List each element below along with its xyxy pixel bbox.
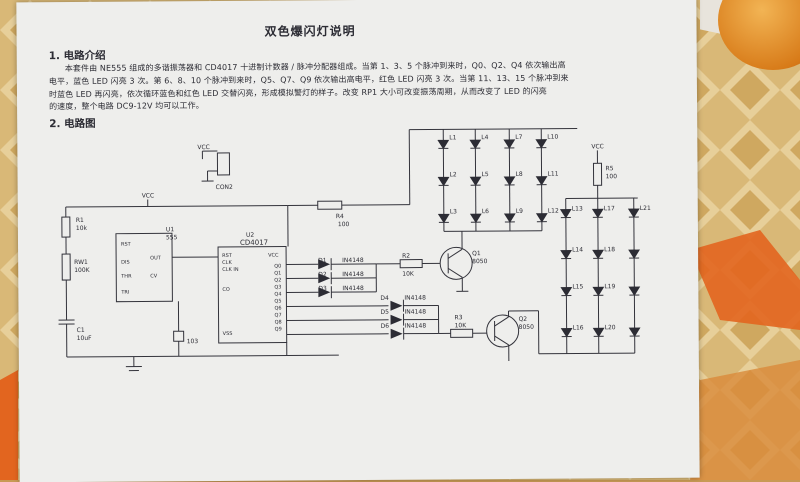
schematic-label: 8050 <box>472 258 488 265</box>
schematic-label: 100K <box>74 267 91 274</box>
schematic-label: L12 <box>548 208 559 215</box>
potentiometer-rw1 <box>62 254 70 280</box>
schematic-label: CO <box>222 287 230 293</box>
schematic-label: IN4148 <box>404 295 426 302</box>
schematic-label: RST <box>121 242 132 248</box>
resistor-r4 <box>318 201 342 209</box>
schematic-label: Q1 <box>274 271 281 277</box>
schematic-label: L21 <box>640 205 651 212</box>
schematic-label: Q1 <box>472 250 481 257</box>
schematic-label: Q0 <box>274 264 281 270</box>
schematic-label: D1 <box>318 257 327 264</box>
schematic-label: 103 <box>187 338 199 345</box>
schematic-label: 10K <box>402 271 415 278</box>
schematic-label: D3 <box>318 285 327 292</box>
schematic-label: L3 <box>450 208 457 215</box>
schematic-label: L8 <box>516 171 523 178</box>
vcc-label: VCC <box>591 143 604 150</box>
schematic-label: DIS <box>121 260 130 266</box>
schematic-label: VCC <box>268 253 279 259</box>
schematic-label: TRI <box>120 290 129 296</box>
instruction-sheet: 双色爆闪灯说明 1. 电路介绍 本套件由 NE555 组成的多谐振荡器和 CD4… <box>16 0 699 482</box>
schematic-label: IN4148 <box>404 309 426 316</box>
diodes-blue-group: D1 D2 D3 IN4148 IN4148 IN4148 <box>286 257 376 299</box>
schematic-label: IN4148 <box>342 257 364 264</box>
schematic-label: 10K <box>455 322 468 329</box>
schematic-label: R4 <box>336 213 344 220</box>
schematic-label: L6 <box>482 208 489 215</box>
schematic-label: L5 <box>482 171 489 178</box>
schematic-label: 555 <box>166 234 178 241</box>
schematic-label: CD4017 <box>240 239 268 247</box>
schematic-label: Q9 <box>275 327 282 333</box>
schematic-label: Q5 <box>274 299 281 305</box>
schematic-label: R2 <box>402 253 410 260</box>
schematic-label: L9 <box>516 208 523 215</box>
schematic-label: L20 <box>605 324 616 331</box>
power-connector: VCC CON2 <box>197 144 233 191</box>
vcc-label: VCC <box>197 144 210 151</box>
schematic-label: L15 <box>572 283 583 290</box>
con2-label: CON2 <box>216 184 233 191</box>
schematic-label: OUT <box>150 255 162 261</box>
schematic-label: L13 <box>572 205 583 212</box>
schematic-label: Q2 <box>274 278 281 284</box>
schematic-label: Q2 <box>519 316 528 323</box>
transistor-q1 <box>440 247 472 279</box>
schematic-label: 100 <box>338 221 350 228</box>
schematic-label: L19 <box>604 283 615 290</box>
schematic-label: Q8 <box>275 320 282 326</box>
schematic-label: R1 <box>76 217 84 224</box>
schematic-label: 10k <box>76 225 88 232</box>
transistor-q2 <box>487 315 519 347</box>
schematic-label: L7 <box>515 134 522 141</box>
schematic-label: RW1 <box>74 259 88 266</box>
schematic-label: IN4148 <box>342 285 364 292</box>
schematic-label: L14 <box>572 246 583 253</box>
schematic-label: CV <box>150 273 158 279</box>
led-matrix-blue: L1 L2 L3 L4 L5 L6 L7 L8 L9 L10 L11 L12 <box>438 129 559 232</box>
schematic-label: Q6 <box>274 306 281 312</box>
circuit-schematic: VCC CON2 VCC R1 10k RW1 100K C1 10uF U1 … <box>16 0 699 482</box>
schematic-label: L1 <box>449 134 456 141</box>
schematic-label: D5 <box>380 309 389 316</box>
schematic-label: RST <box>222 253 233 259</box>
schematic-label: 8050 <box>519 324 535 331</box>
schematic-label: R3 <box>455 314 463 321</box>
led-matrix-red: L13 L14 L15 L16 L17 L18 L19 L20 L21 <box>538 198 652 354</box>
schematic-label: R5 <box>605 165 613 172</box>
schematic-label: 10uF <box>77 335 92 342</box>
schematic-label: L18 <box>604 246 615 253</box>
schematic-label: CLK IN <box>222 267 239 273</box>
schematic-label: Q7 <box>275 313 282 319</box>
diodes-red-group: D4 D5 D6 IN4148 IN4148 IN4148 <box>286 294 438 340</box>
schematic-label: THR <box>120 274 132 280</box>
schematic-label: U2 <box>246 232 254 239</box>
resistor-r5 <box>593 163 601 185</box>
schematic-label: D4 <box>380 295 389 302</box>
schematic-label: L2 <box>450 171 457 178</box>
schematic-label: Q4 <box>274 292 281 298</box>
schematic-label: C1 <box>77 327 85 334</box>
schematic-label: L17 <box>604 205 615 212</box>
schematic-label: CLK <box>222 260 232 266</box>
schematic-label: Q3 <box>274 285 281 291</box>
resistor-r3 <box>451 329 473 337</box>
resistor-r1 <box>62 217 70 237</box>
schematic-label: L16 <box>573 324 584 331</box>
schematic-label: U1 <box>166 226 174 233</box>
schematic-label: L4 <box>481 134 488 141</box>
schematic-label: D2 <box>318 271 327 278</box>
schematic-label: D6 <box>381 323 390 330</box>
schematic-label: L11 <box>548 171 559 178</box>
schematic-label: VSS <box>223 331 233 337</box>
schematic-label: 100 <box>606 173 618 180</box>
vcc-label: VCC <box>142 192 155 199</box>
schematic-label: IN4148 <box>342 271 364 278</box>
resistor-r2 <box>400 260 422 268</box>
schematic-label: IN4148 <box>405 323 427 330</box>
schematic-label: L10 <box>547 134 558 141</box>
